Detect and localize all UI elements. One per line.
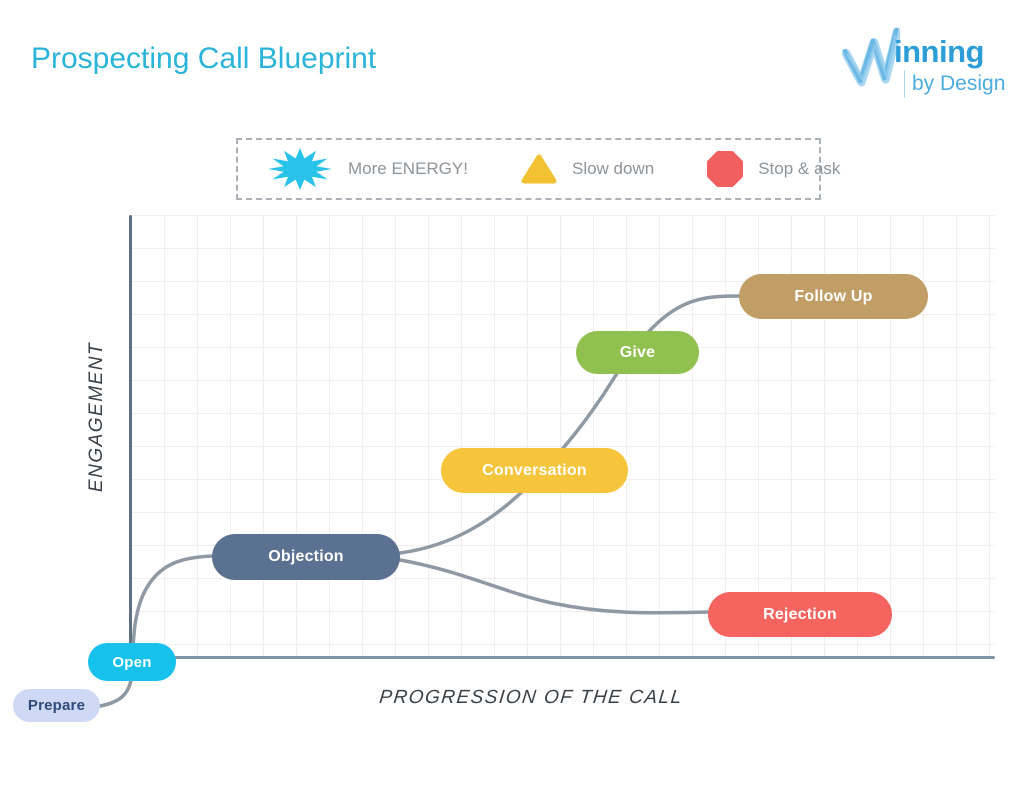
- node-give: Give: [576, 331, 699, 374]
- legend-label: More ENERGY!: [348, 159, 468, 178]
- legend-item-energy: More ENERGY!: [266, 146, 468, 192]
- node-open: Open: [88, 643, 176, 681]
- legend-label: Stop & ask: [758, 159, 841, 178]
- logo-divider: [904, 70, 905, 98]
- winning-by-design-logo: inning by Design: [840, 22, 1018, 100]
- node-rejection: Rejection: [708, 592, 892, 637]
- node-prepare: Prepare: [13, 689, 100, 722]
- slow-triangle-icon: [520, 153, 558, 185]
- energy-burst-icon: [266, 146, 334, 192]
- edge-objection-followup: [398, 294, 742, 555]
- legend-item-stop: Stop & ask: [706, 150, 840, 188]
- x-axis-line: [131, 656, 995, 659]
- logo-tagline: by Design: [912, 72, 1006, 95]
- edge-objection-rejection: [398, 558, 712, 615]
- node-objection: Objection: [212, 534, 400, 580]
- y-axis-line: [129, 215, 132, 659]
- logo-wordmark: inning: [894, 34, 984, 69]
- legend-label: Slow down: [571, 159, 655, 178]
- edge-prepare-open-objection: [98, 554, 216, 708]
- page-title: Prospecting Call Blueprint: [31, 42, 377, 75]
- stop-octagon-icon: [706, 150, 744, 188]
- legend-item-slow: Slow down: [520, 153, 654, 185]
- node-conversation: Conversation: [441, 448, 628, 493]
- legend-box: More ENERGY! Slow down Stop & ask: [236, 138, 840, 200]
- logo-w-icon: [842, 27, 900, 87]
- node-followup: Follow Up: [739, 274, 928, 319]
